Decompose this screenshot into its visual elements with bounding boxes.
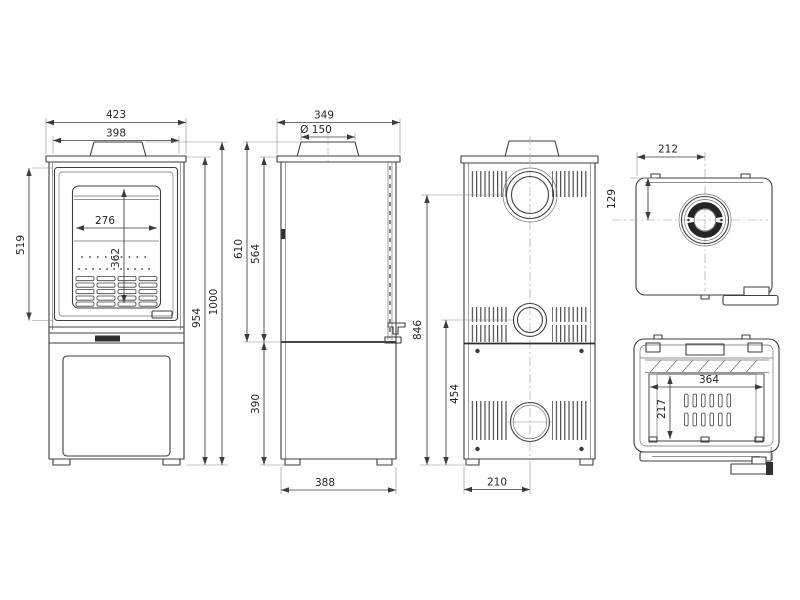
top-view: 212 129 bbox=[606, 144, 779, 306]
front-door-latch bbox=[151, 310, 173, 319]
firebox-air-slots bbox=[684, 393, 731, 427]
top-flue-collar-damper bbox=[678, 193, 732, 247]
dim-back-flue-center-height: 846 bbox=[412, 320, 424, 340]
back-flue-collar bbox=[504, 140, 560, 158]
firebox-outer-frame bbox=[633, 338, 780, 453]
dim-front-glass-width: 276 bbox=[95, 215, 115, 227]
back-outlet-middle bbox=[512, 302, 548, 338]
dim-side-base-height: 390 bbox=[250, 394, 262, 414]
dim-back-outlet-center-height: 454 bbox=[449, 384, 461, 404]
dim-side-depth: 349 bbox=[314, 110, 334, 122]
dim-side-collar-to-base: 610 bbox=[233, 239, 245, 259]
firebox-view: 364 217 bbox=[633, 334, 780, 475]
front-door-frame bbox=[53, 166, 179, 322]
dim-back-center-offset: 210 bbox=[487, 477, 507, 489]
dim-firebox-height: 217 bbox=[656, 399, 668, 419]
dim-top-flue-center-from-left: 212 bbox=[658, 144, 678, 156]
front-flue-collar bbox=[89, 141, 147, 158]
dim-front-body-height: 954 bbox=[191, 308, 203, 328]
front-door-glass bbox=[71, 185, 162, 309]
dim-front-overall-height: 1000 bbox=[208, 289, 220, 316]
dim-front-door-inner-height: 362 bbox=[110, 248, 122, 268]
dim-side-flue-diameter: Ø 150 bbox=[300, 124, 332, 136]
side-hinge-mark bbox=[281, 229, 286, 239]
side-top-plate bbox=[276, 155, 401, 163]
dim-firebox-width: 364 bbox=[699, 374, 719, 386]
dim-top-flue-center-from-front: 129 bbox=[606, 189, 618, 209]
firebox-baffle-segments bbox=[649, 359, 758, 373]
dim-front-overall-width: 423 bbox=[106, 109, 126, 121]
front-base-panel bbox=[62, 355, 171, 457]
dim-side-top-to-base: 564 bbox=[250, 244, 262, 264]
dim-side-base-depth: 388 bbox=[315, 477, 335, 489]
firebox-handle-cap bbox=[766, 462, 773, 475]
front-top-plate bbox=[45, 155, 187, 163]
front-view: 423 398 276 519 362 954 1000 bbox=[15, 109, 228, 466]
top-handle bbox=[743, 286, 770, 297]
side-view: 349 Ø 150 610 564 390 388 bbox=[233, 110, 406, 494]
dim-front-door-height: 519 bbox=[15, 235, 27, 255]
back-top-plate bbox=[460, 155, 599, 164]
side-body bbox=[280, 161, 397, 460]
top-handle-bar bbox=[722, 294, 779, 306]
back-vent-slots bbox=[471, 171, 589, 440]
dim-front-body-width: 398 bbox=[106, 128, 126, 140]
side-rear-bracket bbox=[387, 322, 406, 335]
back-view: 846 454 210 bbox=[412, 136, 599, 494]
back-flue-outlet-top bbox=[502, 167, 558, 223]
firebox-handle-bar bbox=[730, 463, 770, 475]
